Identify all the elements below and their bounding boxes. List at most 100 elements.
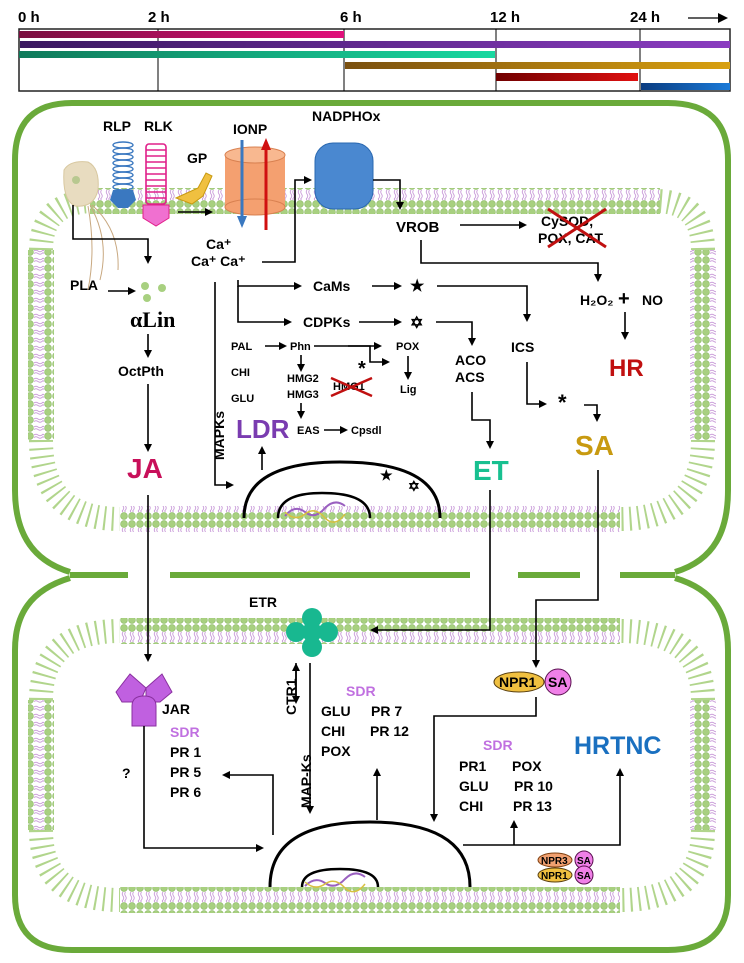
label-npr1: NPR1 <box>499 674 537 690</box>
sdr-sa-col2-2: PR 10 <box>514 778 553 794</box>
label-et: ET <box>473 455 509 486</box>
label-gp: GP <box>187 150 207 166</box>
label-asterisk-2: * <box>558 390 567 415</box>
tick-12h: 12 h <box>490 9 520 26</box>
label-h2o2: H₂O₂ <box>580 292 613 308</box>
timeline-frame <box>18 28 731 92</box>
npr1-sa-complex-icon: NPR1 SA <box>493 668 572 696</box>
inhibited-cross-icon <box>547 207 607 249</box>
sdr-sa-col1-1: PR1 <box>459 758 486 774</box>
label-octpth: OctPth <box>118 363 164 379</box>
label-glu: GLU <box>231 393 254 405</box>
timeline-bar-et <box>19 51 495 58</box>
upper-nucleus: ★ ✡ <box>242 460 442 523</box>
sdr-et-col2-1: PR 7 <box>371 703 402 719</box>
label-mapks: MAPKs <box>211 411 227 460</box>
nadphox-enzyme-icon <box>314 142 374 210</box>
sdr-et-col1-2: CHI <box>321 723 345 739</box>
lipid-fragments-icon <box>141 282 166 302</box>
inhibited-cross-icon <box>330 376 373 398</box>
hexagram-icon: ✡ <box>408 478 420 494</box>
sdr-et-title: SDR <box>346 683 376 699</box>
label-map-ks: MAP-Ks <box>298 754 314 808</box>
tick-2h: 2 h <box>148 9 170 26</box>
star-icon: ★ <box>410 278 425 295</box>
label-pla: PLA <box>70 277 98 293</box>
pathogen-icon <box>63 161 119 291</box>
sdr-sa-col1-2: GLU <box>459 778 489 794</box>
label-question: ? <box>122 765 131 781</box>
star-icon: ★ <box>380 467 393 483</box>
rlk-receptor-icon <box>142 143 170 227</box>
label-ldr: LDR <box>236 414 290 444</box>
gp-protein-icon <box>174 172 213 205</box>
lower-nucleus <box>268 820 472 893</box>
label-sa: SA <box>575 430 614 461</box>
label-pal: PAL <box>231 341 252 353</box>
label-sa-bound: SA <box>548 674 567 690</box>
label-rlp: RLP <box>103 118 131 134</box>
label-eas: EAS <box>297 425 320 437</box>
label-ca-1: Ca⁺ <box>206 236 231 252</box>
label-hmg3: HMG3 <box>287 389 319 401</box>
label-acs: ACS <box>455 369 485 385</box>
jar-protein-icon <box>115 673 173 727</box>
label-ics: ICS <box>511 339 534 355</box>
sdr-sa-col2-3: PR 13 <box>513 798 552 814</box>
label-ionp: IONP <box>233 121 267 137</box>
label-cams: CaMs <box>313 278 351 294</box>
tick-24h: 24 h <box>630 9 660 26</box>
timeline: 0 h 2 h 6 h 12 h 24 h <box>18 9 731 92</box>
label-hrtnc: HRTNC <box>574 732 662 760</box>
sdr-et-col1-1: GLU <box>321 703 351 719</box>
label-phn: Phn <box>290 341 311 353</box>
tick-0h: 0 h <box>18 9 40 26</box>
label-hr: HR <box>609 355 644 382</box>
ionp-channel-icon <box>224 138 286 230</box>
label-asterisk-1: * <box>358 358 366 380</box>
label-sa-npr3: SA <box>577 856 591 867</box>
label-chi: CHI <box>231 367 250 379</box>
sdr-et-col2-2: PR 12 <box>370 723 409 739</box>
sdr-sa-title: SDR <box>483 737 513 753</box>
sdr-ja-item-2: PR 5 <box>170 764 201 780</box>
hexagram-icon: ✡ <box>410 315 423 332</box>
label-npr3: NPR3 <box>541 856 568 867</box>
timeline-bar-ja <box>19 31 344 38</box>
label-rlk: RLK <box>144 118 173 134</box>
timeline-bar-ldr <box>20 41 730 48</box>
etr-receptor-icon <box>286 608 338 657</box>
sdr-sa-col2-1: POX <box>512 758 542 774</box>
timeline-bar-hrtnc <box>641 83 730 90</box>
timeline-bar-hr <box>496 73 638 81</box>
label-ca-2: Ca⁺ Ca⁺ <box>191 253 245 269</box>
rlp-receptor-icon <box>110 141 136 208</box>
label-ja: JA <box>127 453 163 484</box>
label-nadphox: NADPHOx <box>312 108 381 124</box>
lower-arrows <box>143 470 624 852</box>
label-cpsdl: Cpsdl <box>351 425 382 437</box>
label-jar: JAR <box>162 701 190 717</box>
upper-cell-wall <box>12 100 731 575</box>
sdr-sa-col1-3: CHI <box>459 798 483 814</box>
upper-arrows <box>72 176 629 489</box>
label-hmg2: HMG2 <box>287 373 319 385</box>
right-arrow-icon <box>688 13 728 23</box>
label-vrob: VROB <box>396 219 440 236</box>
label-npr1-small: NPR1 <box>541 871 568 882</box>
label-etr: ETR <box>249 594 277 610</box>
npr-sa-complexes-icon: NPR3 SA NPR1 SA <box>537 850 594 885</box>
sdr-et-col1-3: POX <box>321 743 351 759</box>
label-plus: + <box>618 288 630 310</box>
lower-plasma-membrane <box>28 618 716 913</box>
sdr-ja-item-1: PR 1 <box>170 744 201 760</box>
lower-cell-wall <box>12 575 731 953</box>
label-ctr1: CTR1 <box>283 678 299 715</box>
sdr-ja-item-3: PR 6 <box>170 784 201 800</box>
timeline-bar-sa <box>345 62 730 69</box>
upper-plasma-membrane <box>28 188 716 532</box>
tick-6h: 6 h <box>340 9 362 26</box>
label-no: NO <box>642 292 663 308</box>
cell-walls <box>12 100 731 953</box>
